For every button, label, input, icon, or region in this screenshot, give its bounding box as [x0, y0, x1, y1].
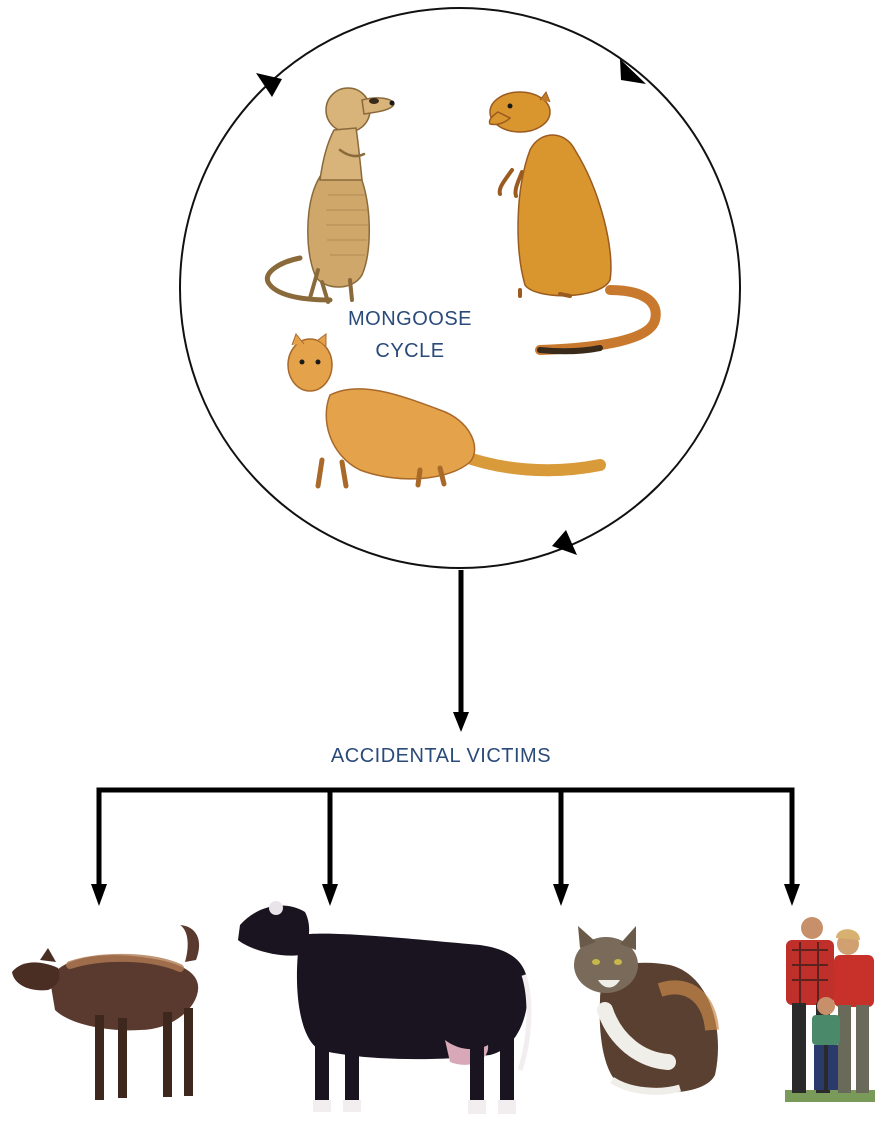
cycle-label-line2: CYCLE [375, 340, 444, 362]
humans-image [785, 917, 875, 1102]
arrowhead-humans [784, 884, 800, 906]
slender-mongoose-illustration [287, 332, 606, 489]
yellow-mongoose-illustration [488, 90, 661, 355]
cycle-circle [179, 7, 741, 569]
arrowhead-dog [91, 884, 107, 906]
cycle-arrowhead-top-right [620, 59, 646, 84]
arrowhead-cow [322, 884, 338, 906]
dog-image [12, 925, 200, 1100]
cycle-arrowhead-bottom-right [552, 530, 577, 555]
cat-image [574, 926, 719, 1095]
meerkat-illustration [264, 87, 395, 304]
cycle-label-line1: MONGOOSE [348, 308, 472, 330]
arrowhead-cat [553, 884, 569, 906]
cycle-to-victims-arrowhead [453, 712, 469, 732]
cycle-arrowhead-top-left [256, 73, 282, 97]
cow-image [238, 901, 532, 1114]
victims-bracket [96, 787, 795, 885]
victims-heading: ACCIDENTAL VICTIMS [331, 745, 551, 767]
